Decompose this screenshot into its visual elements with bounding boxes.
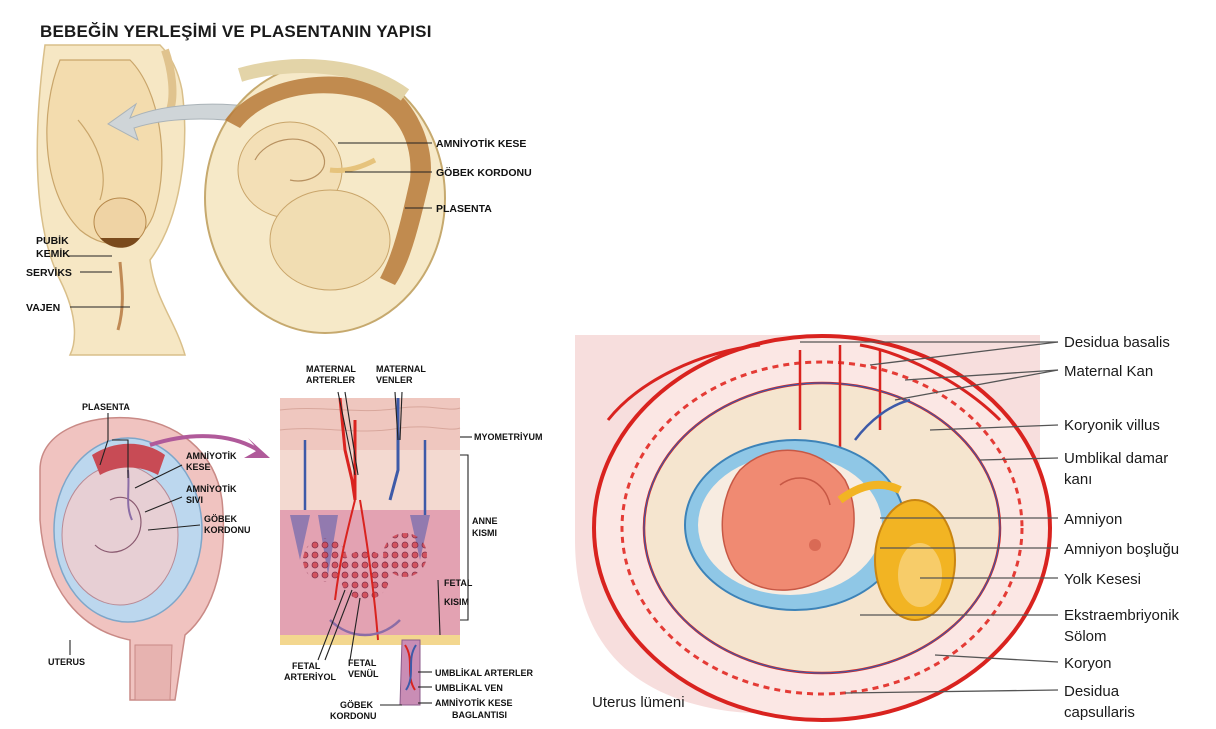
embryo-implantation-illustration xyxy=(575,335,1050,720)
label-maternal-arterler-line2: ARTERLER xyxy=(306,375,355,385)
label-maternal-arterler: MATERNAL xyxy=(306,364,356,374)
label-fetal-kisim: FETAL xyxy=(444,578,473,588)
label-desidua-capsularis: Desidua xyxy=(1064,683,1120,700)
label-uterus: UTERUS xyxy=(48,657,85,667)
label-yolk-kesesi: Yolk Kesesi xyxy=(1064,571,1141,588)
label-pubik-kemik-line2: KEMİK xyxy=(36,247,70,260)
label-fetal-kisim-line2: KISIM xyxy=(444,597,469,607)
label-maternal-venler-line2: VENLER xyxy=(376,375,413,385)
label-amniyotik-kese-small-line2: KESE xyxy=(186,462,211,472)
label-vajen: VAJEN xyxy=(26,302,60,314)
label-umblikal-damar-line2: kanı xyxy=(1064,471,1092,488)
label-umblikal-ven: UMBLİKAL VEN xyxy=(435,683,503,693)
label-desidua-basalis: Desidua basalis xyxy=(1064,334,1170,351)
label-amniyotik-kese: AMNİYOTİK KESE xyxy=(436,137,526,150)
label-koryon: Koryon xyxy=(1064,655,1112,672)
label-serviks: SERVİKS xyxy=(26,266,72,279)
label-maternal-kan: Maternal Kan xyxy=(1064,363,1153,380)
label-amniyotik-kese-baglantisi-line2: BAGLANTISI xyxy=(452,710,507,720)
label-myometriyum: MYOMETRİYUM xyxy=(474,432,543,442)
label-amniyotik-sivi-line2: SIVI xyxy=(186,495,203,505)
label-amniyotik-sivi: AMNİYOTİK xyxy=(186,484,237,494)
label-gobek-kordonu-section-line2: KORDONU xyxy=(330,711,377,721)
label-plasenta: PLASENTA xyxy=(436,203,492,215)
label-anne-kismi: ANNE xyxy=(472,516,498,526)
label-maternal-venler: MATERNAL xyxy=(376,364,426,374)
label-gobek-kordonu: GÖBEK KORDONU xyxy=(436,166,532,179)
label-fetal-venul-line2: VENÜL xyxy=(348,669,379,679)
label-anne-kismi-line2: KISMI xyxy=(472,528,497,538)
label-gobek-kordonu-small: GÖBEK xyxy=(204,514,238,524)
label-desidua-capsularis-line2: capsullaris xyxy=(1064,704,1135,721)
label-plasenta-small: PLASENTA xyxy=(82,402,130,412)
label-amniyotik-kese-baglantisi: AMNİYOTİK KESE xyxy=(435,698,513,708)
label-uterus-lumeni: Uterus lümeni xyxy=(592,694,685,711)
label-amniyotik-kese-small: AMNİYOTİK xyxy=(186,451,237,461)
uterus-enlarged-illustration xyxy=(205,63,445,333)
label-gobek-kordonu-section: GÖBEK xyxy=(340,700,374,710)
label-koryonik-villus: Koryonik villus xyxy=(1064,417,1160,434)
label-fetal-arteriyol: FETAL xyxy=(292,661,321,671)
label-umblikal-damar: Umblikal damar xyxy=(1064,450,1168,467)
label-fetal-arteriyol-line2: ARTERİYOL xyxy=(284,672,337,682)
label-gobek-kordonu-small-line2: KORDONU xyxy=(204,525,251,535)
label-amniyon: Amniyon xyxy=(1064,511,1122,528)
label-amniyon-boslugu: Amniyon boşluğu xyxy=(1064,541,1179,558)
label-pubik-kemik: PUBİK xyxy=(36,234,69,247)
label-ekstraembriyonik-line2: Sölom xyxy=(1064,628,1107,645)
label-ekstraembriyonik: Ekstraembriyonik xyxy=(1064,607,1180,624)
label-fetal-venul: FETAL xyxy=(348,658,377,668)
label-umblikal-arterler: UMBLİKAL ARTERLER xyxy=(435,668,533,678)
